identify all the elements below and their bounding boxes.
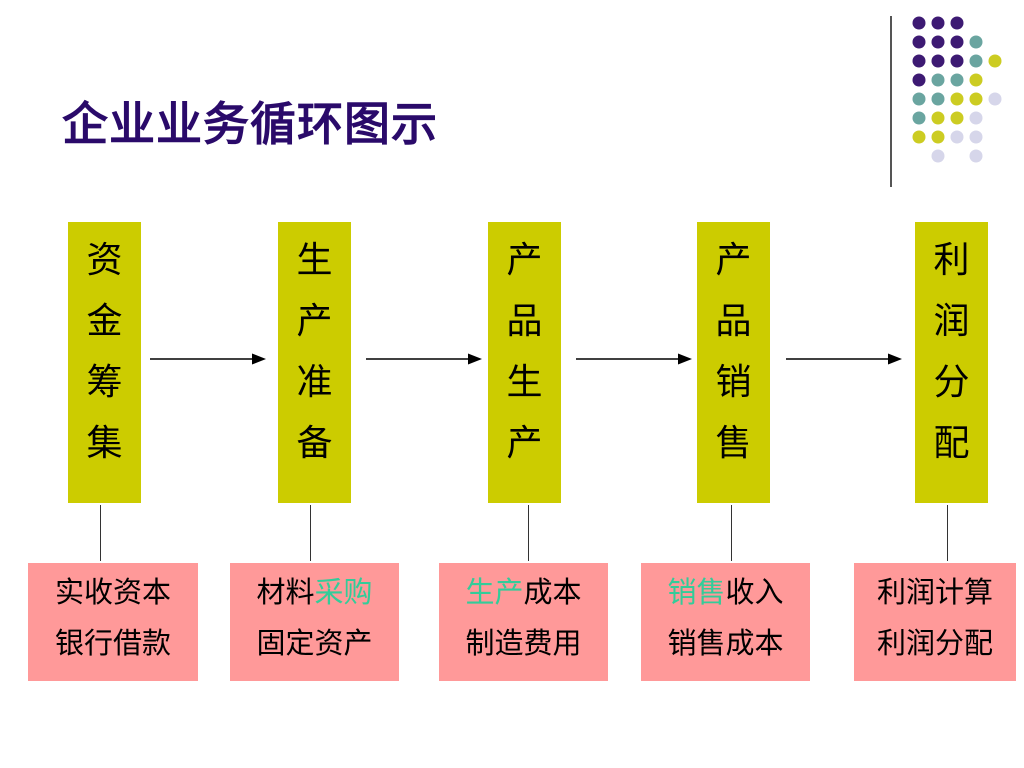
stage-box-product-sales: 产 品 销 售 bbox=[697, 222, 770, 503]
detail-box-profit-distribution: 利润计算 利润分配 bbox=[854, 563, 1016, 681]
flow-arrow bbox=[576, 353, 692, 365]
stage-box-fund-raising: 资 金 筹 集 bbox=[68, 222, 141, 503]
connector-line bbox=[731, 505, 732, 561]
stage-box-profit-distribution: 利 润 分 配 bbox=[915, 222, 988, 503]
connector-line bbox=[310, 505, 311, 561]
stage-char: 产 bbox=[506, 423, 543, 464]
flow-arrow bbox=[786, 353, 902, 365]
detail-line-1: 销售收入 bbox=[667, 575, 784, 609]
detail-box-production-prep: 材料采购 固定资产 bbox=[230, 563, 399, 681]
detail-line-1: 实收资本 bbox=[54, 575, 171, 609]
connector-line bbox=[528, 505, 529, 561]
stage-char: 准 bbox=[296, 362, 333, 403]
stage-char: 生 bbox=[506, 362, 543, 403]
decorative-dot-grid bbox=[912, 16, 1002, 163]
connector-line bbox=[100, 505, 101, 561]
stage-char: 生 bbox=[296, 240, 333, 281]
stage-char: 售 bbox=[715, 423, 752, 464]
connector-line bbox=[947, 505, 948, 561]
stage-box-production-prep: 生 产 准 备 bbox=[278, 222, 351, 503]
detail-line-1: 生产成本 bbox=[465, 575, 582, 609]
stage-char: 品 bbox=[715, 301, 752, 342]
stage-char: 产 bbox=[296, 301, 333, 342]
detail-line-2: 销售成本 bbox=[667, 626, 784, 660]
flow-arrow bbox=[150, 353, 266, 365]
stage-char: 资 bbox=[86, 240, 123, 281]
stage-char: 配 bbox=[933, 423, 970, 464]
divider-line bbox=[890, 16, 892, 187]
detail-box-fund-raising: 实收资本 银行借款 bbox=[28, 563, 198, 681]
detail-line-2: 银行借款 bbox=[54, 626, 171, 660]
stage-char: 销 bbox=[715, 362, 752, 403]
stage-char: 金 bbox=[86, 301, 123, 342]
stage-box-product-production: 产 品 生 产 bbox=[488, 222, 561, 503]
stage-char: 产 bbox=[506, 240, 543, 281]
stage-char: 润 bbox=[933, 301, 970, 342]
detail-line-2: 利润分配 bbox=[876, 626, 993, 660]
detail-line-2: 制造费用 bbox=[465, 626, 582, 660]
detail-box-product-production: 生产成本 制造费用 bbox=[439, 563, 608, 681]
stage-char: 筹 bbox=[86, 362, 123, 403]
detail-line-2: 固定资产 bbox=[256, 626, 373, 660]
stage-char: 备 bbox=[296, 423, 333, 464]
stage-char: 品 bbox=[506, 301, 543, 342]
page-title: 企业业务循环图示 bbox=[62, 97, 438, 151]
stage-char: 利 bbox=[933, 240, 970, 281]
detail-line-1: 利润计算 bbox=[876, 575, 993, 609]
detail-line-1: 材料采购 bbox=[256, 575, 373, 609]
stage-char: 分 bbox=[933, 362, 970, 403]
stage-char: 产 bbox=[715, 240, 752, 281]
flow-arrow bbox=[366, 353, 482, 365]
stage-char: 集 bbox=[86, 423, 123, 464]
detail-box-product-sales: 销售收入 销售成本 bbox=[641, 563, 810, 681]
